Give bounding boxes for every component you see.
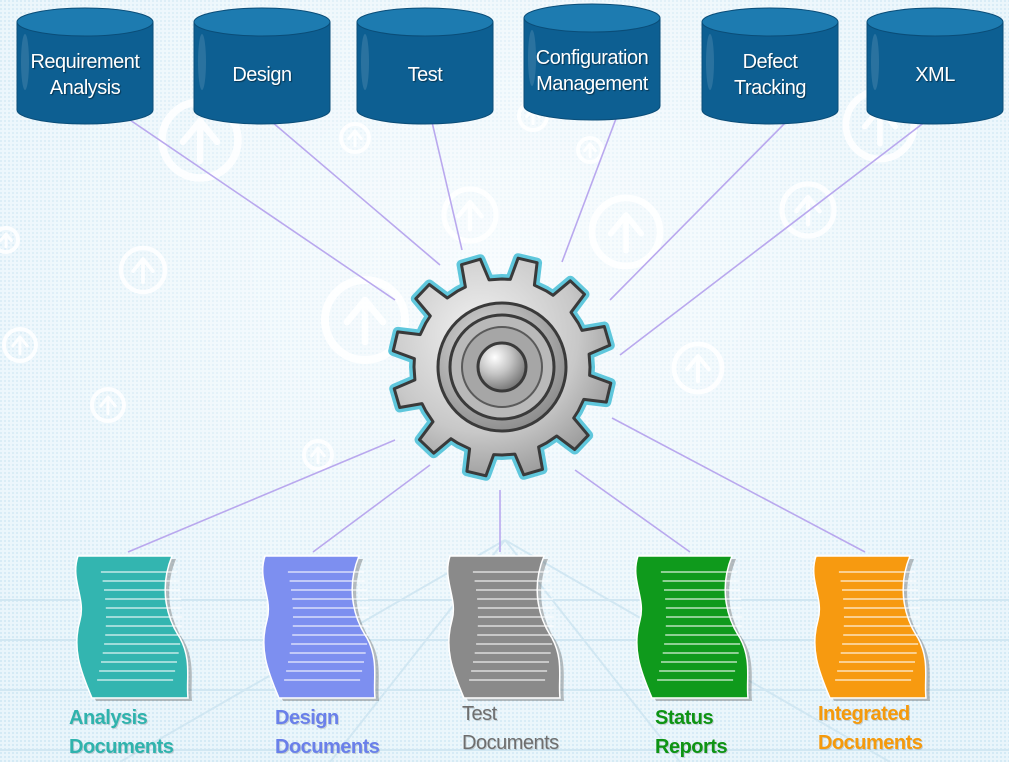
document-label-integrated: Integrated Documents [818, 703, 923, 754]
document-icon [261, 555, 379, 701]
database-icon [523, 3, 661, 121]
document-label-design: Design Documents [275, 707, 380, 758]
document-design [255, 550, 380, 702]
database-test: Test [355, 6, 495, 126]
database-icon [16, 7, 154, 125]
database-label: Design [232, 64, 292, 86]
database-icon [866, 7, 1004, 125]
database-label: Defect Tracking [734, 51, 806, 99]
document-icon [812, 555, 930, 701]
document-icon [446, 555, 564, 701]
document-label-status: Status Reports [655, 707, 728, 758]
document-icon [634, 555, 752, 701]
database-label: Configuration Management [535, 47, 649, 95]
document-analysis [68, 550, 193, 702]
document-icon [74, 555, 192, 701]
gear-icon [388, 253, 616, 481]
database-requirement-analysis: Requirement Analysis [15, 6, 155, 126]
document-integrated [806, 550, 931, 702]
document-label-analysis: Analysis Documents [69, 707, 174, 758]
document-status [628, 550, 753, 702]
database-design: Design [192, 6, 332, 126]
database-icon [193, 7, 331, 125]
database-label: Test [407, 64, 443, 86]
database-label: Requirement Analysis [30, 51, 140, 99]
database-defect-tracking: Defect Tracking [700, 6, 840, 126]
database-icon [356, 7, 494, 125]
database-configuration-management: Configuration Management [522, 2, 662, 122]
database-icon [701, 7, 839, 125]
database-xml: XML [865, 6, 1005, 126]
document-label-test: Test Documents [462, 703, 559, 754]
database-label: XML [915, 64, 955, 86]
document-test [440, 550, 565, 702]
